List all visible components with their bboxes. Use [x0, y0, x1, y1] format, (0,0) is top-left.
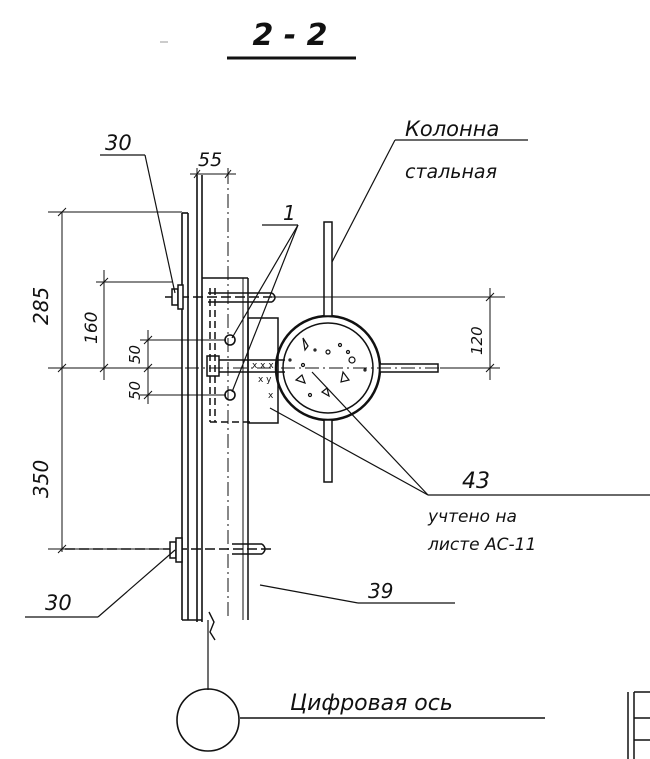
weld-marks-3: x — [268, 391, 274, 401]
dim-50-bottom-text: 50 — [126, 381, 144, 400]
dim-55-text: 55 — [198, 149, 222, 171]
dim-55 — [190, 168, 236, 182]
leader-39 — [259, 584, 455, 604]
column-label-1: Колонна — [405, 117, 499, 141]
section-title: 2 - 2 — [252, 18, 327, 53]
note-line-1: учтено на — [427, 507, 517, 527]
part-1: 1 — [283, 201, 296, 225]
clamp-plate — [206, 355, 285, 377]
steel-column — [274, 221, 439, 483]
dim-chain-left — [48, 207, 226, 554]
leader-1 — [231, 224, 299, 393]
top-bolt — [165, 284, 276, 310]
break-mark-plate — [208, 611, 216, 641]
part-30-bottom: 30 — [45, 591, 72, 615]
part-30-top: 30 — [105, 131, 132, 155]
title-block-fragment — [627, 691, 650, 759]
axis-label: Цифровая ось — [290, 691, 453, 716]
column-label-2: стальная — [405, 161, 497, 183]
dim-350-text: 350 — [29, 460, 53, 498]
dim-50-top-text: 50 — [126, 345, 144, 364]
part-43: 43 — [462, 469, 490, 494]
concrete-fill — [288, 337, 367, 398]
bracket — [202, 277, 279, 620]
leader-column — [331, 139, 528, 263]
hole-lower — [224, 389, 236, 401]
dim-285-text: 285 — [29, 287, 53, 325]
part-39: 39 — [368, 579, 393, 603]
dim-120-text: 120 — [468, 326, 486, 355]
vertical-plate — [181, 175, 203, 622]
note-line-2: листе АС-11 — [427, 535, 536, 555]
leader-30-top — [100, 154, 176, 294]
dim-120 — [272, 288, 505, 380]
leader-30-bottom — [25, 549, 176, 618]
weld-marks: x x x — [252, 361, 274, 371]
axis-circle — [176, 688, 240, 752]
weld-marks-2: x y — [258, 375, 272, 385]
leader-43 — [269, 371, 650, 496]
dim-160-text: 160 — [82, 312, 102, 344]
